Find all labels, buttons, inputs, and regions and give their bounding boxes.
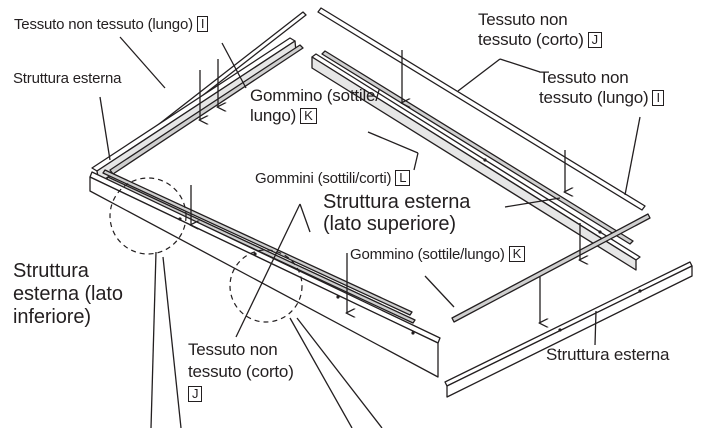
label-gommini-sottili-corti: Gommini (sottili/corti)L xyxy=(255,170,411,188)
struttura-rail-right-top xyxy=(444,261,693,387)
struttura-rail-bottom-front xyxy=(89,176,439,378)
struttura-rail-top-side xyxy=(311,56,637,271)
label-struttura-esterna-left: Struttura esterna xyxy=(13,70,122,87)
label-gommino-sottile-lungo-lower: Gommino (sottile/lungo)K xyxy=(350,246,526,264)
label-tessuto-lungo-right: Tessuto non tessuto (lungo)I xyxy=(539,68,664,108)
gommino-strip-lower-a xyxy=(102,169,413,316)
gommino-lungo-lower-strip xyxy=(451,213,651,323)
detail-circle-left xyxy=(109,177,187,255)
label-gommino-sottile-lungo-upper: Gommino (sottile/ lungo)K xyxy=(250,86,380,126)
detail-circle-right xyxy=(229,249,303,323)
gommino-right-strip xyxy=(321,50,634,245)
label-struttura-lato-superiore: Struttura esterna (lato superiore) xyxy=(323,191,471,235)
label-tessuto-corto-top: Tessuto non tessuto (corto)J xyxy=(478,10,602,50)
label-tessuto-corto-bottom: Tessuto non tessuto (corto) J xyxy=(188,340,294,403)
label-struttura-esterna-right: Struttura esterna xyxy=(546,345,670,364)
label-struttura-lato-inferiore: Struttura esterna (lato inferiore) xyxy=(13,260,123,328)
tessuto-corto-strip-top xyxy=(317,7,646,211)
struttura-rail-right-front xyxy=(446,265,693,398)
label-tessuto-lungo-top: Tessuto non tessuto (lungo)I xyxy=(14,16,209,34)
